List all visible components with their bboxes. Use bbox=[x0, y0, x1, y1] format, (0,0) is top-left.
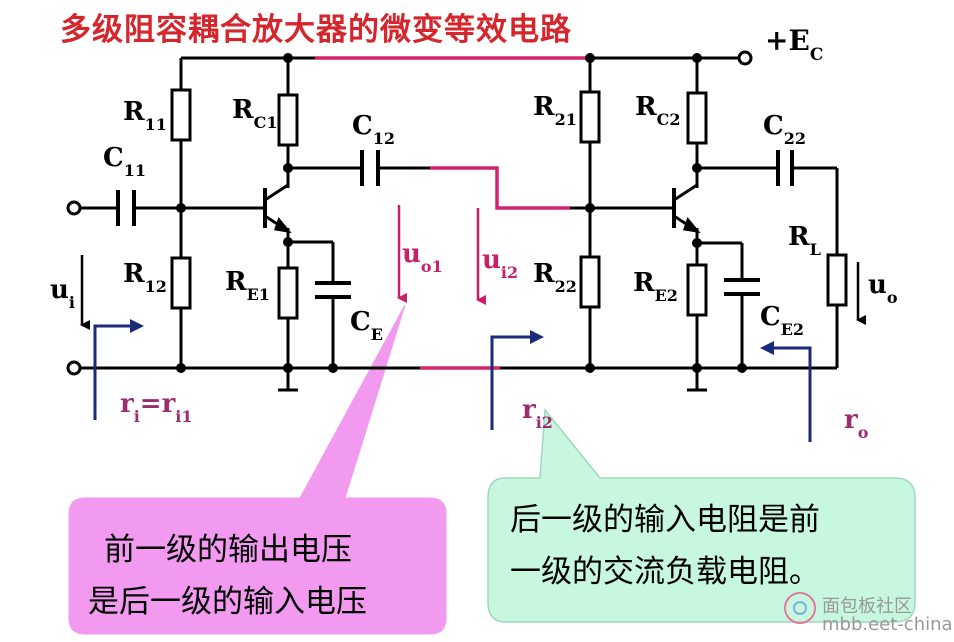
transistor-T1 bbox=[263, 183, 292, 234]
label-RC1: RC1 bbox=[232, 95, 277, 132]
capacitor-C11 bbox=[116, 190, 136, 226]
wires-stage1 bbox=[79, 56, 430, 390]
label-ri2: ri2 bbox=[522, 395, 553, 432]
label-ro: ro bbox=[844, 405, 869, 442]
label-R12: R12 bbox=[123, 259, 167, 296]
capacitor-CE1 bbox=[315, 281, 351, 299]
label-ri-ri1: ri=ri1 bbox=[120, 389, 193, 426]
label-RC2: RC2 bbox=[635, 92, 680, 129]
resistor-R11 bbox=[170, 88, 192, 142]
label-RL: RL bbox=[788, 222, 821, 259]
callout-left-bubble bbox=[68, 304, 447, 635]
supply-terminal bbox=[737, 50, 753, 66]
resistor-RE2 bbox=[686, 263, 708, 317]
callout-right-bubble bbox=[487, 408, 916, 623]
label-uo1: uo1 bbox=[402, 239, 443, 276]
supply-label: +EC bbox=[765, 24, 823, 65]
label-RE2: RE2 bbox=[633, 268, 678, 305]
label-uo: uo bbox=[868, 270, 898, 307]
resistor-R12 bbox=[170, 256, 192, 310]
terminals bbox=[66, 50, 753, 376]
resistance-arrows bbox=[93, 319, 812, 442]
label-R21: R21 bbox=[533, 92, 577, 129]
transistor-T2 bbox=[672, 183, 701, 234]
watermark-text: 面包板社区 bbox=[822, 596, 912, 617]
label-ui: ui bbox=[50, 275, 75, 312]
voltage-arrows bbox=[80, 205, 866, 330]
capacitor-C22 bbox=[776, 150, 794, 186]
capacitors bbox=[116, 150, 794, 299]
label-CE1: CE bbox=[350, 307, 383, 344]
resistors bbox=[170, 88, 848, 320]
label-CE2: CE2 bbox=[760, 302, 804, 339]
resistor-RL bbox=[826, 253, 848, 307]
label-C12: C12 bbox=[352, 111, 395, 148]
label-ui2: ui2 bbox=[482, 245, 518, 282]
resistor-R21 bbox=[579, 90, 601, 144]
callout-right-line-1: 后一级的输入电阻是前 bbox=[510, 502, 820, 538]
label-R11: R11 bbox=[123, 97, 167, 134]
capacitor-CE2 bbox=[724, 278, 760, 296]
junction-dots bbox=[176, 53, 747, 373]
watermark-logo bbox=[784, 592, 816, 624]
input-terminal-top bbox=[66, 200, 82, 216]
resistor-RC1 bbox=[277, 93, 299, 147]
capacitor-C12 bbox=[360, 150, 380, 186]
resistor-RE1 bbox=[277, 266, 299, 320]
label-RE1: RE1 bbox=[225, 267, 270, 304]
resistor-R22 bbox=[579, 255, 601, 309]
label-R22: R22 bbox=[533, 259, 577, 296]
callout-left-line-2: 是后一级的输入电压 bbox=[88, 584, 367, 620]
callout-left-line-1: 前一级的输出电压 bbox=[104, 532, 352, 568]
wires-stage2 bbox=[500, 56, 839, 390]
page-title: 多级阻容耦合放大器的微变等效电路 bbox=[60, 12, 572, 48]
label-C22: C22 bbox=[763, 111, 806, 148]
resistor-RC2 bbox=[686, 91, 708, 145]
watermark-subtext: mbb.eet-china.com bbox=[822, 614, 954, 635]
callout-right-line-2: 一级的交流负载电阻。 bbox=[510, 554, 820, 590]
coupling-highlight-wires bbox=[315, 56, 585, 370]
label-C11: C11 bbox=[103, 143, 146, 180]
input-terminal-bottom bbox=[66, 360, 82, 376]
